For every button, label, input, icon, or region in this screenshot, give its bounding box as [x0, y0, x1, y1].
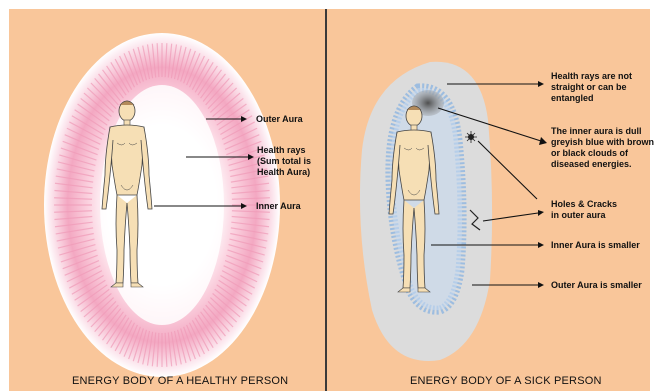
label-outer-smaller: Outer Aura is smaller [551, 280, 642, 291]
caption-sick: ENERGY BODY OF A SICK PERSON [410, 375, 602, 387]
label-health-rays-sick: Health rays are not straight or can be e… [551, 71, 632, 104]
label-holes-cracks: Holes & Cracks in outer aura [551, 199, 617, 221]
label-outer-aura: Outer Aura [256, 114, 303, 125]
caption-healthy: ENERGY BODY OF A HEALTHY PERSON [72, 375, 288, 387]
label-inner-aura: Inner Aura [256, 201, 301, 212]
label-inner-aura-sick: The inner aura is dull greyish blue with… [551, 126, 654, 170]
label-inner-smaller: Inner Aura is smaller [551, 240, 640, 251]
label-health-rays: Health rays (Sum total is Health Aura) [257, 145, 311, 178]
